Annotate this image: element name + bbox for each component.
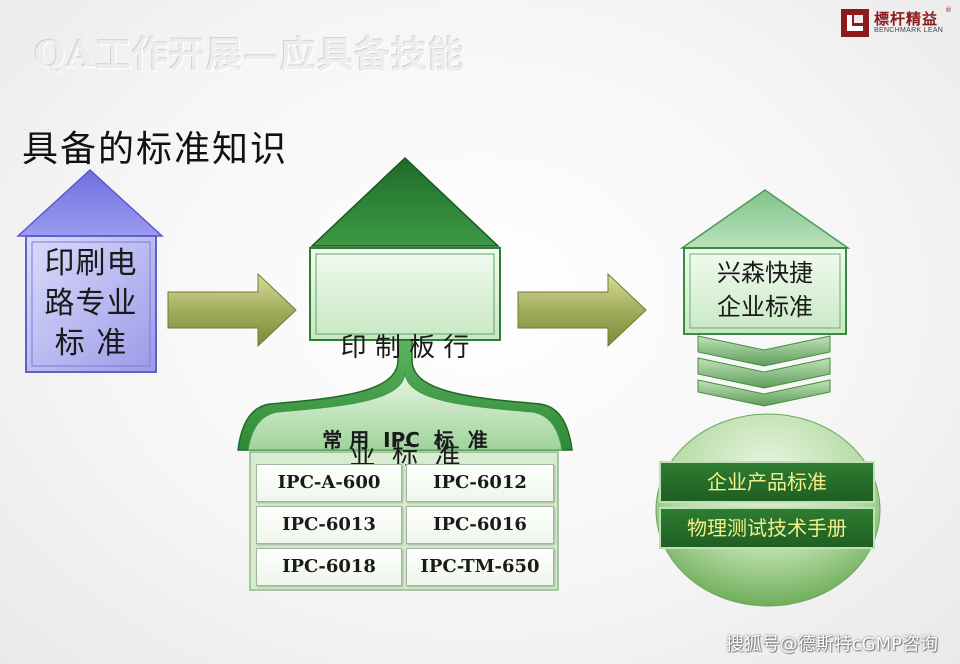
enterprise-item: 物理测试技术手册	[687, 516, 847, 540]
label-line: 路专业	[44, 286, 138, 321]
ipc-standard-item: IPC-6012	[406, 464, 554, 502]
logo-subtitle: BENCHMARK LEAN	[874, 27, 944, 34]
label-line: 兴森快捷	[717, 259, 813, 287]
enterprise-band-2	[659, 507, 875, 549]
ipc-panel-header-bg	[247, 371, 563, 451]
arrow-2	[517, 272, 647, 348]
benchmark-logo-icon	[841, 9, 869, 37]
section-heading: 具备的标准知识	[22, 129, 289, 170]
ipc-standard-item: IPC-6018	[256, 548, 402, 586]
label-line: 印刷电	[44, 246, 138, 281]
pcb-professional-house	[16, 168, 164, 373]
enterprise-band-1	[659, 461, 875, 503]
ipc-panel-header: 常 用 IPC 标 准	[322, 428, 488, 452]
ipc-standard-item: IPC-6016	[406, 506, 554, 544]
right-box-inner-border	[689, 253, 841, 329]
blue-box-inner-border	[31, 241, 151, 367]
xingsen-enterprise-label: 兴森快捷 企业标准	[686, 256, 844, 324]
slide-title: QA工作开展—应具备技能	[34, 34, 466, 76]
dark-green-roof	[310, 156, 500, 247]
ipc-standard-item: IPC-6013	[256, 506, 402, 544]
ipc-standard-item: IPC-TM-650	[406, 548, 554, 586]
ipc-standard-item: IPC-A-600	[256, 464, 402, 502]
arrow-1	[167, 272, 297, 348]
right-arrow-shape	[517, 272, 647, 348]
brand-logo: 標杆精益 BENCHMARK LEAN ®	[840, 6, 952, 40]
label-line: 印 制 板 行	[340, 333, 470, 363]
label-line: 企业标准	[717, 293, 813, 321]
right-green-box	[683, 247, 847, 335]
xingsen-enterprise-house	[679, 189, 851, 335]
pcb-industry-house	[309, 156, 501, 341]
logo-name: 標杆精益	[874, 10, 939, 28]
logo-registered-mark: ®	[945, 6, 952, 14]
pcb-professional-label: 印刷电 路专业 标 准	[30, 244, 152, 364]
label-line: 标 准	[54, 326, 128, 361]
enterprise-item: 企业产品标准	[707, 470, 827, 494]
watermark: 搜狐号@德斯特cGMP咨询	[725, 634, 938, 655]
light-green-roof	[679, 189, 851, 249]
chevron-stack-icon	[697, 335, 831, 407]
blue-roof	[16, 168, 164, 237]
blue-box	[25, 235, 157, 373]
middle-box-inner-border	[315, 253, 495, 335]
right-arrow-shape	[167, 272, 297, 348]
